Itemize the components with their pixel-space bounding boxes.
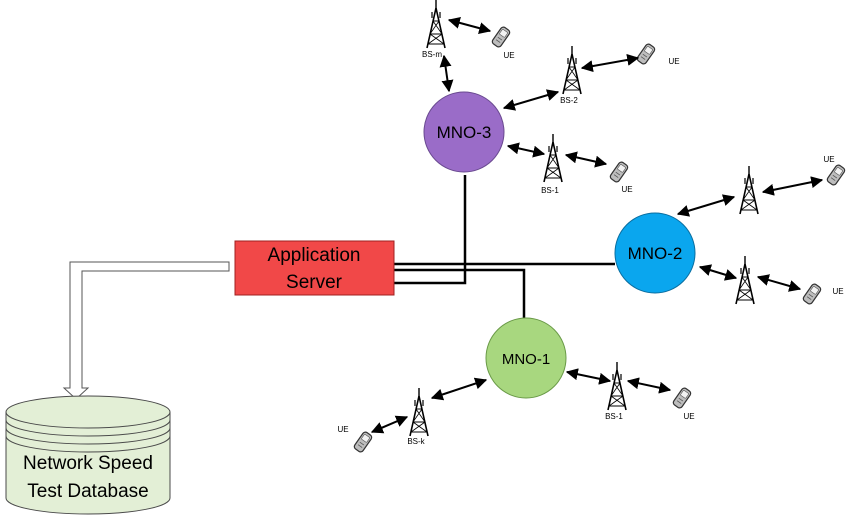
ue-bsk-label: UE	[337, 425, 348, 434]
phone-ue-bsk-icon	[352, 430, 374, 454]
mno-1-label: MNO-1	[502, 351, 550, 368]
phone-ue-mno1-bs1-icon	[671, 386, 693, 410]
bs-1-bottom-label: BS-1	[605, 412, 623, 421]
mno-2-node: MNO-2	[614, 212, 696, 294]
bs-k-label: BS-k	[407, 437, 425, 446]
tower-bs-m-icon	[426, 0, 446, 49]
tower-mno1-bs-1-icon	[607, 361, 627, 411]
phone-ue-mno3-bs1-icon	[608, 160, 630, 184]
mno-1-node: MNO-1	[485, 317, 567, 399]
mno-3-node: MNO-3	[423, 91, 505, 173]
ue-mno2-lower-label: UE	[832, 287, 843, 296]
bs-m-label: BS-m	[422, 50, 442, 59]
tower-mno2-lower-icon	[735, 255, 755, 305]
ue-mno2-upper-label: UE	[823, 155, 834, 164]
ue-mno3-bs1-label: UE	[621, 185, 632, 194]
ue-top-label: UE	[503, 51, 514, 60]
backbone-links	[394, 175, 615, 320]
server-to-database-arrow	[62, 261, 230, 400]
tower-bs-k-icon	[409, 387, 429, 437]
link-server-mno1	[394, 268, 526, 320]
application-server: Application Server	[234, 240, 395, 296]
network-speed-test-database: Network Speed Test Database	[5, 395, 171, 515]
server-label-line2: Server	[286, 272, 343, 293]
mno-3-label: MNO-3	[437, 123, 492, 142]
bs-2-label: BS-2	[560, 96, 578, 105]
mno-2-label: MNO-2	[628, 244, 683, 263]
phone-ue-mno2-upper-icon	[825, 163, 847, 187]
server-label-line1: Application	[268, 245, 361, 266]
ue-mno1-bs1-label: UE	[683, 412, 694, 421]
link-server-mno3	[394, 175, 467, 285]
wireless-links	[370, 17, 824, 434]
database-label-line1: Network Speed	[23, 453, 153, 474]
phone-ue-mno2-lower-icon	[801, 282, 823, 306]
ue-bs2-label: UE	[668, 57, 679, 66]
database-label-line2: Test Database	[27, 481, 148, 502]
phone-ue-bs2-icon	[635, 42, 657, 66]
tower-mno3-bs-1-icon	[543, 133, 563, 183]
bs-1-top-label: BS-1	[541, 186, 559, 195]
phone-ue-top-icon	[490, 25, 512, 49]
tower-mno2-upper-icon	[739, 165, 759, 215]
tower-bs-2-icon	[562, 45, 582, 95]
